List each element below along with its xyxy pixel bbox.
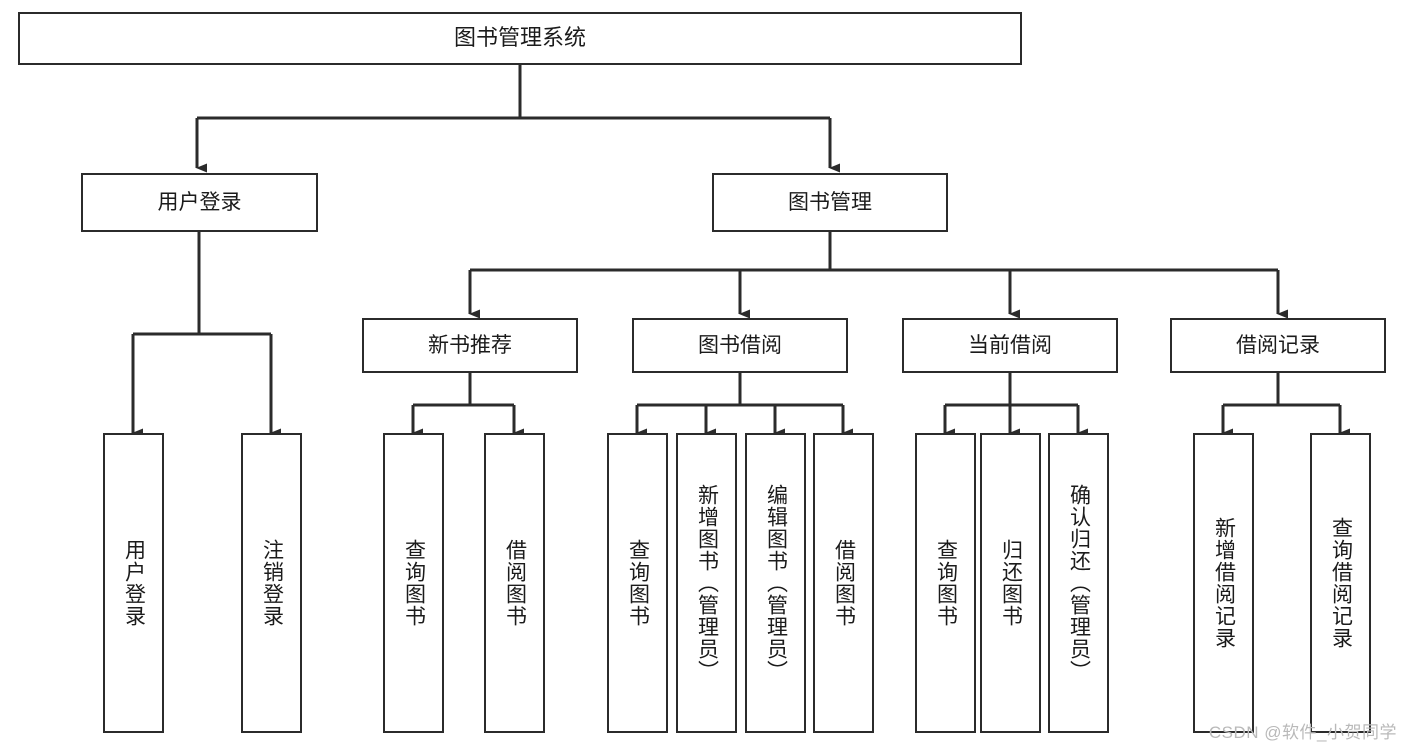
leaf-new-book-rec-1-label: 借阅图书 bbox=[503, 539, 527, 627]
leaf-new-book-rec-0-label: 查询图书 bbox=[402, 539, 426, 627]
leaf-user-login-1[interactable]: 注销登录 bbox=[241, 433, 302, 733]
leaf-borrow-record-1[interactable]: 查询借阅记录 bbox=[1310, 433, 1371, 733]
leaf-new-book-rec-0[interactable]: 查询图书 bbox=[383, 433, 444, 733]
leaf-new-book-rec-1[interactable]: 借阅图书 bbox=[484, 433, 545, 733]
leaf-borrow-record-1-label: 查询借阅记录 bbox=[1329, 517, 1353, 649]
node-root-book-management-system[interactable]: 图书管理系统 bbox=[18, 12, 1022, 65]
node-current-borrow[interactable]: 当前借阅 bbox=[902, 318, 1118, 373]
node-book-manage[interactable]: 图书管理 bbox=[712, 173, 948, 232]
node-book-borrow[interactable]: 图书借阅 bbox=[632, 318, 848, 373]
leaf-book-borrow-1[interactable]: 新增图书（管理员） bbox=[676, 433, 737, 733]
leaf-book-borrow-2-label: 编辑图书（管理员） bbox=[764, 484, 788, 682]
leaf-user-login-0[interactable]: 用户登录 bbox=[103, 433, 164, 733]
leaf-current-borrow-0-label: 查询图书 bbox=[934, 539, 958, 627]
leaf-user-login-1-label: 注销登录 bbox=[260, 539, 284, 627]
leaf-borrow-record-0-label: 新增借阅记录 bbox=[1212, 517, 1236, 649]
leaf-current-borrow-0[interactable]: 查询图书 bbox=[915, 433, 976, 733]
leaf-borrow-record-0[interactable]: 新增借阅记录 bbox=[1193, 433, 1254, 733]
leaf-book-borrow-2[interactable]: 编辑图书（管理员） bbox=[745, 433, 806, 733]
node-new-book-recommend[interactable]: 新书推荐 bbox=[362, 318, 578, 373]
node-user-login-label: 用户登录 bbox=[157, 190, 242, 214]
leaf-book-borrow-0[interactable]: 查询图书 bbox=[607, 433, 668, 733]
node-borrow-record[interactable]: 借阅记录 bbox=[1170, 318, 1386, 373]
leaf-book-borrow-0-label: 查询图书 bbox=[626, 539, 650, 627]
leaf-current-borrow-1[interactable]: 归还图书 bbox=[980, 433, 1041, 733]
leaf-current-borrow-1-label: 归还图书 bbox=[999, 539, 1023, 627]
node-root-label: 图书管理系统 bbox=[453, 25, 586, 51]
leaf-book-borrow-1-label: 新增图书（管理员） bbox=[695, 484, 719, 682]
node-user-login[interactable]: 用户登录 bbox=[81, 173, 318, 232]
leaf-book-borrow-3-label: 借阅图书 bbox=[832, 539, 856, 627]
node-book-manage-label: 图书管理 bbox=[788, 190, 872, 214]
node-new-book-recommend-label: 新书推荐 bbox=[428, 333, 512, 357]
leaf-book-borrow-3[interactable]: 借阅图书 bbox=[813, 433, 874, 733]
leaf-current-borrow-2[interactable]: 确认归还（管理员） bbox=[1048, 433, 1109, 733]
leaf-current-borrow-2-label: 确认归还（管理员） bbox=[1067, 484, 1091, 682]
node-current-borrow-label: 当前借阅 bbox=[968, 333, 1052, 357]
node-book-borrow-label: 图书借阅 bbox=[698, 333, 782, 357]
leaf-user-login-0-label: 用户登录 bbox=[122, 539, 146, 627]
node-borrow-record-label: 借阅记录 bbox=[1236, 333, 1320, 357]
